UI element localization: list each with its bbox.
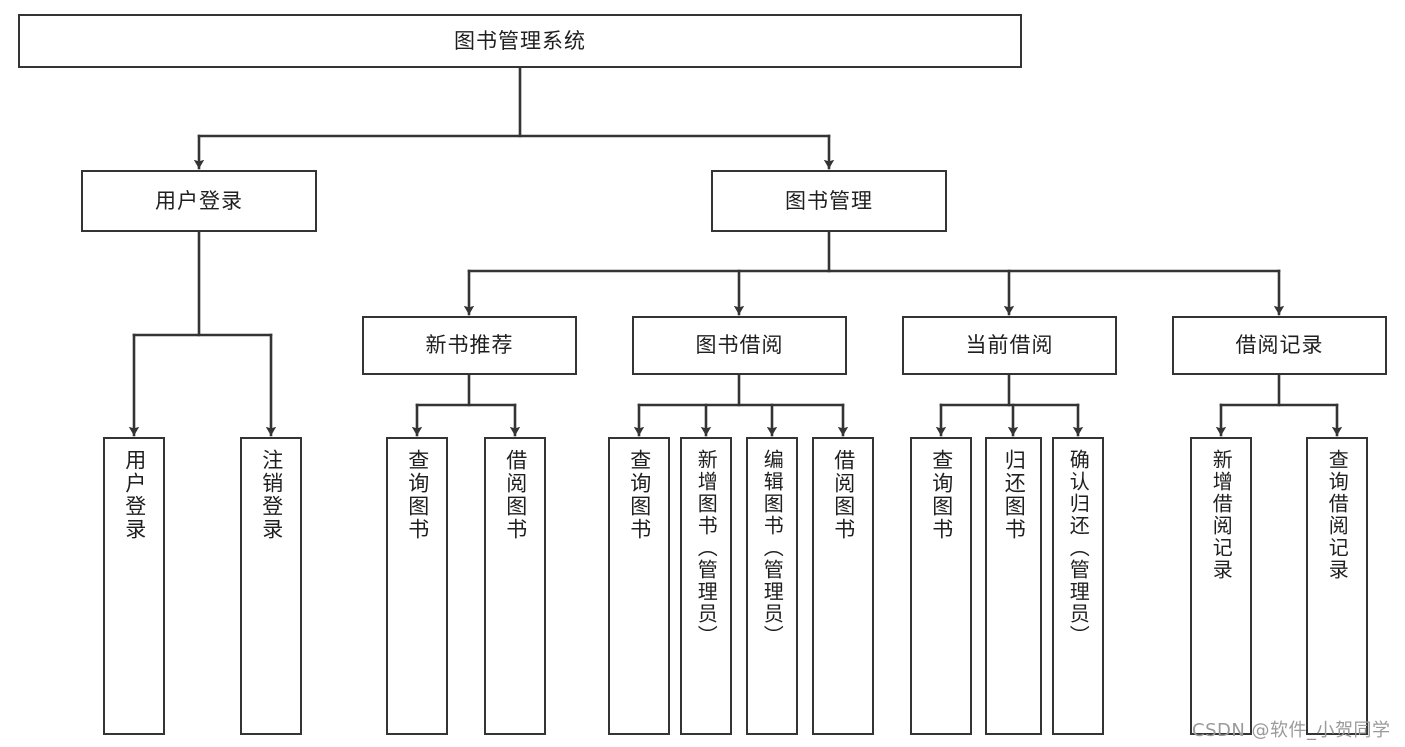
leaf-borrow-book-recommend-label: 借阅图书 — [503, 449, 528, 541]
leaf-confirm-return-admin-label: 确认归还（管理员） — [1066, 449, 1091, 647]
node-current-borrow-label: 当前借阅 — [965, 333, 1054, 358]
node-new-book-recommend-label: 新书推荐 — [425, 333, 514, 358]
leaf-add-borrow-record[interactable]: 新增借阅记录 — [1190, 437, 1252, 735]
leaf-query-book-current[interactable]: 查询图书 — [910, 437, 972, 735]
node-book-borrow[interactable]: 图书借阅 — [632, 316, 847, 375]
leaf-return-book-label: 归还图书 — [1002, 449, 1027, 541]
node-user-login[interactable]: 用户登录 — [81, 170, 317, 232]
leaf-query-borrow-record-label: 查询借阅记录 — [1325, 449, 1350, 581]
leaf-query-book-recommend[interactable]: 查询图书 — [386, 437, 448, 735]
leaf-confirm-return-admin[interactable]: 确认归还（管理员） — [1052, 437, 1104, 735]
node-borrow-record[interactable]: 借阅记录 — [1172, 316, 1387, 375]
leaf-query-book-recommend-label: 查询图书 — [405, 449, 430, 541]
leaf-add-borrow-record-label: 新增借阅记录 — [1209, 449, 1234, 581]
leaf-logout-label: 注销登录 — [259, 449, 284, 541]
leaf-user-login[interactable]: 用户登录 — [103, 437, 165, 735]
leaf-add-book-admin[interactable]: 新增图书（管理员） — [680, 437, 732, 735]
node-new-book-recommend[interactable]: 新书推荐 — [362, 316, 577, 375]
leaf-add-book-admin-label: 新增图书（管理员） — [694, 449, 719, 647]
leaf-return-book[interactable]: 归还图书 — [985, 437, 1042, 735]
leaf-query-book-borrow-label: 查询图书 — [627, 449, 652, 541]
node-book-borrow-label: 图书借阅 — [695, 333, 784, 358]
node-borrow-record-label: 借阅记录 — [1235, 333, 1324, 358]
leaf-edit-book-admin[interactable]: 编辑图书（管理员） — [746, 437, 798, 735]
node-user-login-label: 用户登录 — [155, 188, 243, 213]
leaf-edit-book-admin-label: 编辑图书（管理员） — [760, 449, 785, 647]
leaf-user-login-label: 用户登录 — [122, 449, 147, 541]
node-current-borrow[interactable]: 当前借阅 — [902, 316, 1117, 375]
leaf-borrow-book[interactable]: 借阅图书 — [812, 437, 874, 735]
leaf-logout[interactable]: 注销登录 — [240, 437, 302, 735]
leaf-query-book-borrow[interactable]: 查询图书 — [608, 437, 670, 735]
node-root[interactable]: 图书管理系统 — [18, 14, 1022, 68]
leaf-borrow-book-recommend[interactable]: 借阅图书 — [484, 437, 546, 735]
node-book-management-label: 图书管理 — [785, 188, 873, 213]
leaf-query-borrow-record[interactable]: 查询借阅记录 — [1306, 437, 1368, 735]
node-book-management[interactable]: 图书管理 — [711, 170, 947, 232]
leaf-query-book-current-label: 查询图书 — [929, 449, 954, 541]
watermark: CSDN @软件_小贺同学 — [1192, 720, 1391, 741]
node-root-label: 图书管理系统 — [454, 28, 586, 53]
leaf-borrow-book-label: 借阅图书 — [831, 449, 856, 541]
